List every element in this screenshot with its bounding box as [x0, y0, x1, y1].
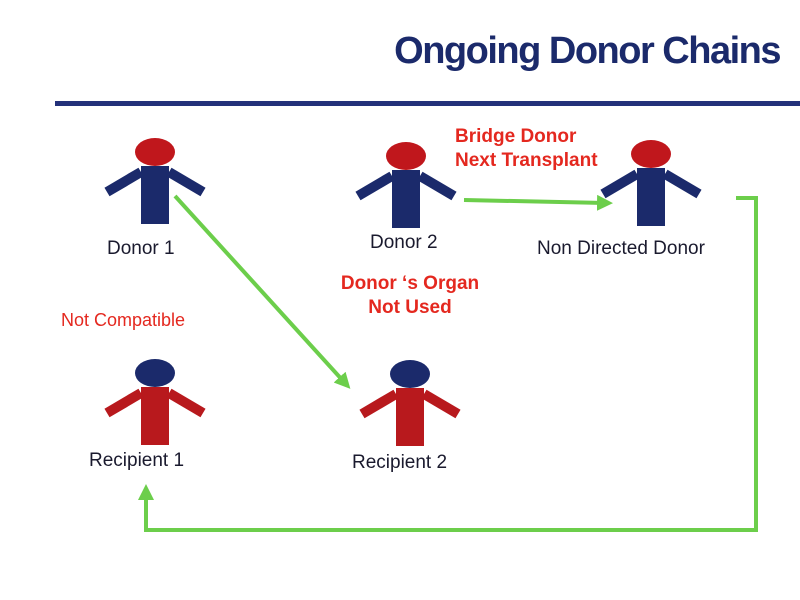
label-donor1: Donor 1 [107, 238, 175, 259]
title-underline [55, 101, 800, 106]
figure-donor2 [355, 142, 457, 228]
figure-non-directed-donor [600, 140, 702, 226]
label-donor2: Donor 2 [370, 232, 438, 253]
label-non-directed-donor: Non Directed Donor [537, 238, 705, 259]
figure-recipient1 [104, 359, 206, 445]
annotation-bridge-line2: Next Transplant [455, 150, 598, 171]
edge-ndd-to-recipient1 [138, 196, 758, 532]
annotation-not-used-line2: Not Used [368, 297, 452, 318]
connections [138, 194, 758, 532]
edge-donor1-to-recipient2 [173, 194, 351, 389]
annotation-organ-not-used: Donor ‘s Organ Not Used [318, 272, 502, 320]
page-title: Ongoing Donor Chains [394, 30, 781, 72]
label-recipient1: Recipient 1 [89, 450, 185, 471]
annotation-bridge-line1: Bridge Donor [455, 126, 577, 147]
annotation-not-used-line1: Donor ‘s Organ [340, 273, 480, 294]
annotation-not-compatible: Not Compatible [61, 310, 186, 330]
figure-recipient2 [359, 360, 461, 446]
figure-donor1 [104, 138, 206, 224]
label-recipient2: Recipient 2 [352, 452, 448, 473]
annotation-bridge-donor: Bridge Donor Next Transplant [455, 125, 598, 173]
edge-donor2-to-ndd [463, 194, 613, 211]
